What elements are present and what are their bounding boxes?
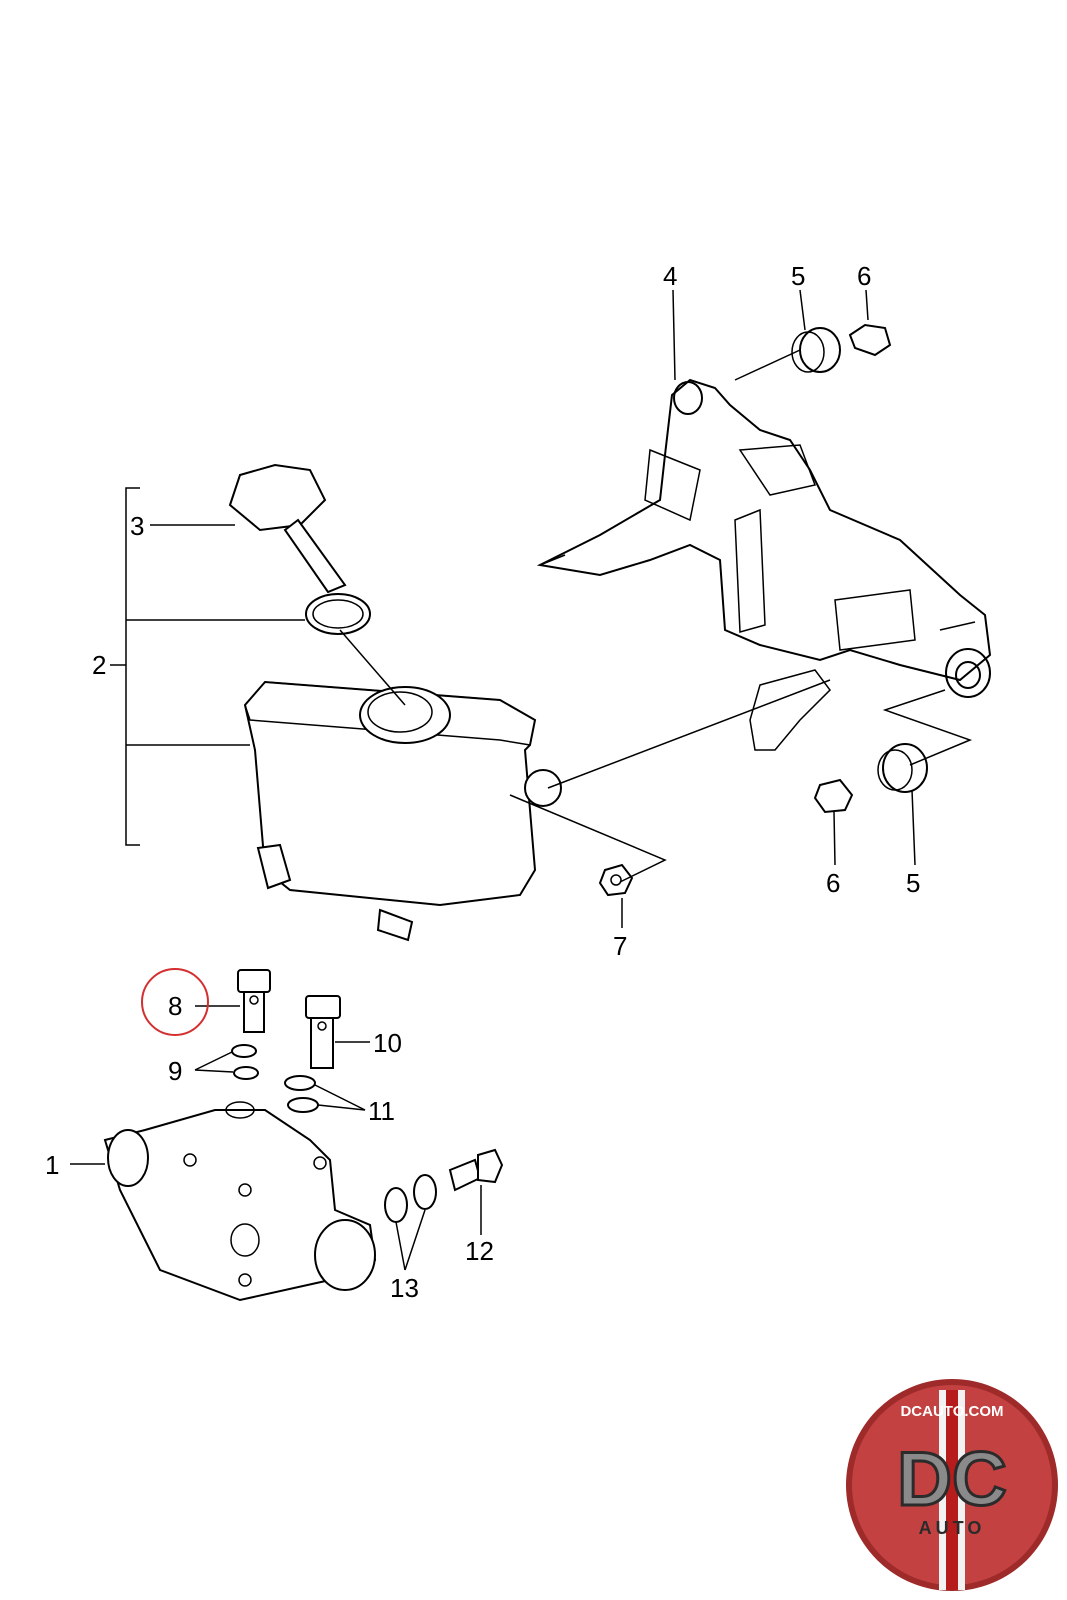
o-ring [305,593,371,635]
washers-part-11 [284,1075,319,1113]
highlight-circle [141,968,209,1036]
label-part-5-upper: 5 [791,261,805,291]
grommet-upper-part-5 [791,327,841,373]
reservoir-tank [243,680,562,942]
label-part-1: 1 [45,1150,59,1180]
label-part-10: 10 [373,1028,402,1058]
label-part-2: 2 [92,650,106,680]
label-part-12: 12 [465,1236,494,1266]
banjo-bolt-part-8 [237,969,271,1033]
label-part-6-lower: 6 [826,868,840,898]
logo-dc-text: DC [897,1437,1007,1522]
bracket-part-4 [536,378,992,751]
washers-part-9 [231,1044,259,1080]
label-part-8: 8 [168,991,182,1021]
bolt-upper-part-6 [848,323,892,357]
pump-part-1 [103,1101,377,1302]
washers-part-13 [384,1174,437,1223]
label-part-5-lower: 5 [906,868,920,898]
label-part-9: 9 [168,1056,182,1086]
assembly-lines [339,349,973,883]
label-part-7: 7 [613,931,627,961]
bolt-lower-part-6 [813,778,854,814]
leader-lines [70,289,916,1271]
dcauto-logo: DCAUTO.COM DC AUTO [846,1379,1058,1591]
fitting-part-12 [448,1148,504,1192]
label-part-13: 13 [390,1273,419,1303]
nut-part-7 [598,863,634,897]
label-part-11: 11 [368,1096,395,1126]
label-part-4: 4 [663,261,677,291]
logo-site-text: DCAUTO.COM [900,1403,1003,1420]
logo-auto-text: AUTO [919,1518,986,1538]
label-part-3: 3 [130,511,144,541]
reservoir-cap-part-3 [228,463,347,594]
label-part-6-upper: 6 [857,261,871,291]
banjo-bolt-part-10 [305,995,341,1069]
grommet-lower-part-5 [877,743,928,793]
